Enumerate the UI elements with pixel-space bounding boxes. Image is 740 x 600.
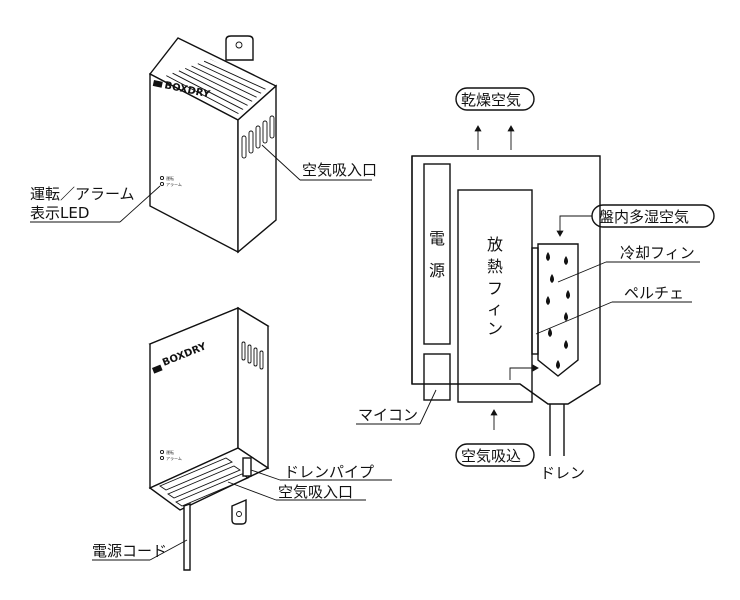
- droplet-icon: [564, 312, 568, 321]
- led-alarm-text-bottom: アラーム: [166, 455, 182, 461]
- label-drain: ドレン: [540, 464, 585, 482]
- grille-slot: [178, 70, 257, 111]
- leader-peltier: [535, 301, 613, 335]
- peltier-element: [531, 247, 539, 355]
- bottom-unit-illustration: BOXDRY 運転 アラーム: [92, 306, 392, 571]
- bubble-dry-air: [455, 87, 535, 111]
- bottom-unit-side-face: [237, 306, 269, 470]
- leader-cooling-fin: [557, 261, 607, 283]
- led-alarm: [159, 181, 165, 187]
- bubble-air-intake: [455, 443, 535, 467]
- power-char-1: 電: [429, 229, 445, 248]
- label-led-line1: 運転／アラーム: [30, 185, 135, 203]
- led-run-text-bottom: 運転: [166, 449, 174, 455]
- droplet-icon: [546, 296, 550, 305]
- microcomputer-block: [423, 353, 451, 401]
- label-power-cord: 電源コード: [92, 542, 167, 560]
- droplet-icon: [566, 290, 570, 299]
- power-cord: [183, 503, 191, 571]
- leader-air-intake: [261, 144, 301, 181]
- bottom-unit-side-vents: [241, 341, 264, 370]
- fin-char-1: 放: [487, 235, 503, 254]
- brand-logo-mark-bottom: [151, 364, 163, 374]
- leader-power-cord: [149, 539, 188, 561]
- label-cooling-fin: 冷却フィン: [620, 244, 695, 262]
- droplet-icon: [564, 340, 568, 349]
- label-peltier: ペルチェ: [624, 284, 684, 302]
- leader-drain-pipe: [250, 469, 281, 481]
- grille-slot: [185, 67, 263, 107]
- droplet-icon: [556, 360, 560, 369]
- grille-slot: [191, 65, 268, 104]
- water-droplets: [546, 252, 570, 369]
- fin-char-4: ィ: [487, 299, 503, 318]
- schematic: [356, 87, 715, 467]
- led-run-text: 運転: [166, 175, 174, 181]
- led-alarm-bottom: [159, 455, 165, 461]
- label-microcomputer: マイコン: [358, 406, 418, 424]
- bottom-slot-2: [167, 465, 241, 499]
- arrow-internal-flow: [509, 364, 539, 380]
- power-char-2: 源: [429, 261, 445, 280]
- leader-air-intake-bottom: [227, 481, 277, 501]
- droplet-icon: [546, 252, 550, 261]
- fin-char-2: 熱: [487, 257, 503, 276]
- led-run: [159, 175, 165, 181]
- led-run-bottom: [159, 449, 165, 455]
- leader-led: [119, 185, 161, 223]
- label-air-intake-schematic: 空気吸込: [461, 447, 521, 465]
- bottom-slot-3: [175, 473, 249, 507]
- fin-char-5: ン: [487, 319, 503, 338]
- mounting-tab-bottom: [231, 498, 247, 525]
- label-dry-air: 乾燥空気: [461, 91, 521, 109]
- label-air-intake-bottom: 空気吸入口: [278, 483, 353, 501]
- droplet-icon: [548, 328, 552, 337]
- power-supply-block: [423, 163, 451, 345]
- drain-pipe: [242, 457, 252, 477]
- brand-logo-mark: [152, 80, 163, 88]
- drain-outlet: [549, 404, 565, 456]
- top-unit-illustration: BOXDRY 運転 アラーム: [30, 35, 372, 254]
- mounting-hole: [235, 41, 243, 49]
- droplet-icon: [564, 256, 568, 265]
- device-outline: [411, 155, 601, 405]
- grille-slot: [166, 75, 245, 114]
- label-air-intake-top: 空気吸入口: [302, 161, 377, 179]
- fin-char-3: フ: [487, 279, 503, 298]
- cooling-fin: [537, 243, 579, 377]
- side-face: [237, 84, 277, 254]
- bottom-face: [148, 447, 270, 511]
- label-led-line2: 表示LED: [30, 204, 89, 222]
- arrow-humid-air-in: [556, 215, 592, 237]
- side-vents: [241, 115, 275, 159]
- label-drain-pipe: ドレンパイプ: [284, 463, 374, 481]
- bottom-slot-1: [159, 457, 233, 491]
- bubble-humid-air: [591, 204, 715, 228]
- led-alarm-text: アラーム: [166, 181, 182, 187]
- droplet-icon: [550, 274, 554, 283]
- grille-slot: [172, 72, 251, 114]
- label-humid-air: 盤内多湿空気: [599, 208, 689, 226]
